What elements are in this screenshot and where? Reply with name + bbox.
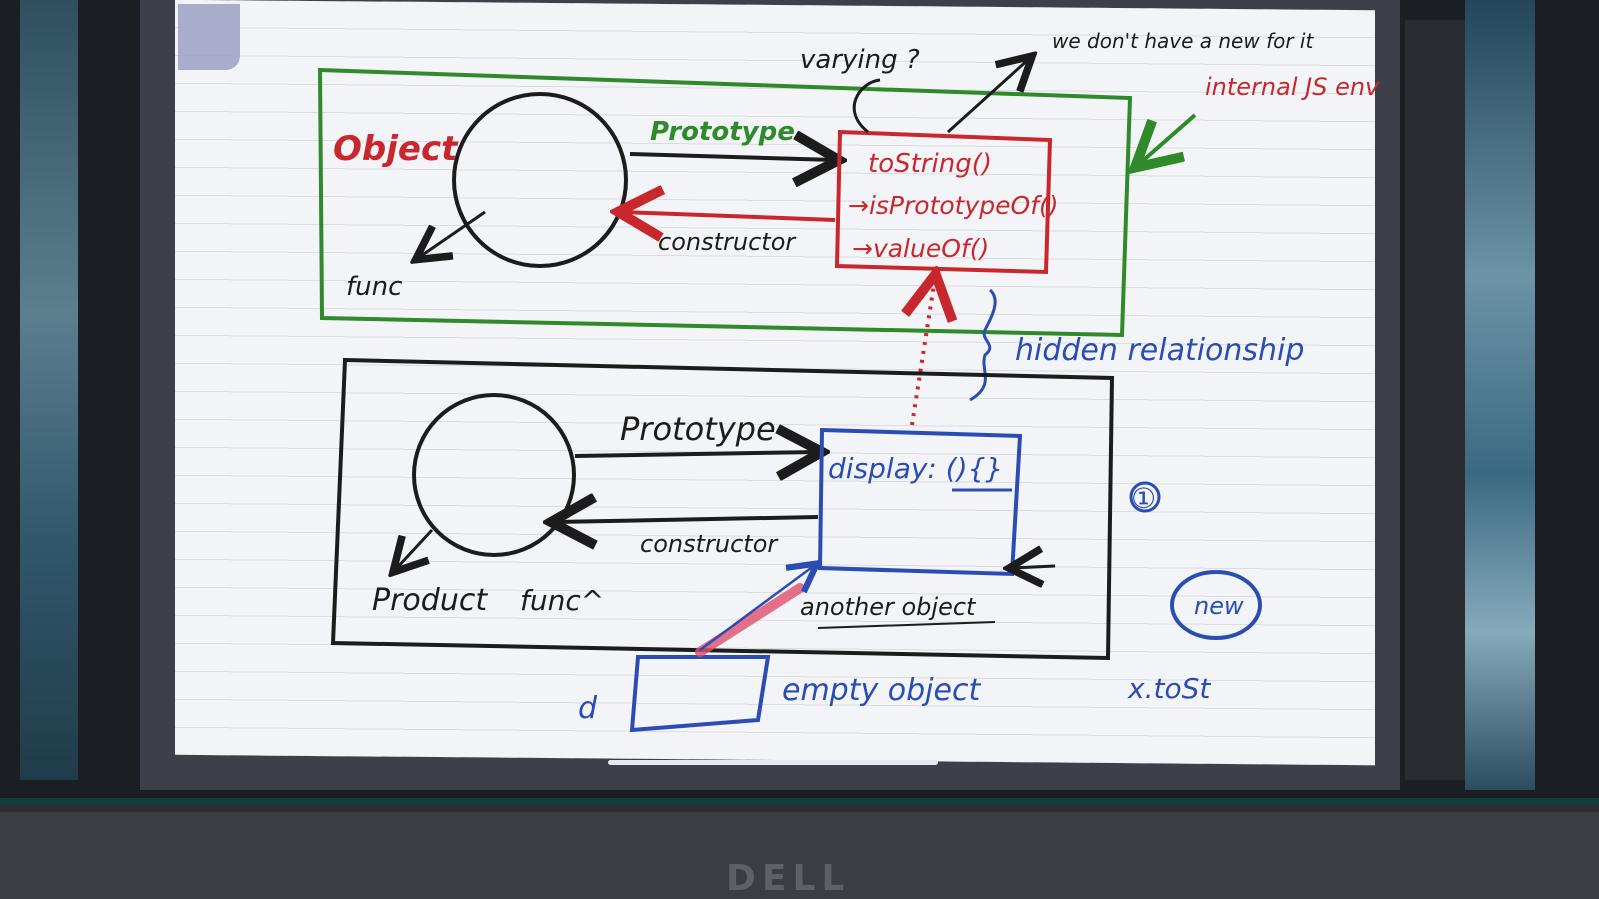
another-object-underline <box>817 621 996 629</box>
object-label: Object <box>333 129 459 169</box>
empty-object-label: empty object <box>782 673 981 708</box>
method-isprototypeof: →isPrototypeOf() <box>848 191 1059 220</box>
prototype-label-bottom: Prototype <box>620 410 776 448</box>
new-badge: new <box>1194 592 1244 620</box>
display-method: display: (){} <box>828 452 1003 485</box>
constructor-arrow-top <box>622 212 836 220</box>
vary-loop-arrow <box>852 78 881 134</box>
constructor-arrow-bottom <box>555 517 819 522</box>
x-tostring-note: x.toSt <box>1127 672 1211 705</box>
product-circle <box>412 393 576 557</box>
hidden-link-dotted <box>912 278 935 426</box>
app-thumbnail[interactable] <box>178 4 240 70</box>
empty-object-box <box>629 655 771 733</box>
wallpaper-edge-right <box>1465 0 1535 790</box>
home-indicator-bar[interactable] <box>608 760 938 765</box>
constructor-label-top: constructor <box>658 228 797 256</box>
new-badge-ring <box>1170 570 1262 640</box>
hidden-brace <box>969 288 997 402</box>
internal-env-note: internal JS env <box>1205 73 1380 101</box>
wedont-note: we don't have a new for it <box>1052 29 1314 53</box>
top-func-label: func <box>346 272 402 302</box>
prototype-arrow-bottom <box>574 452 818 456</box>
object-circle <box>452 92 628 268</box>
top-panel-frame <box>317 67 1133 338</box>
screen-bezel-right <box>1405 20 1465 780</box>
method-tostring: toString() <box>868 149 992 179</box>
another-object-label: another object <box>800 593 977 621</box>
wallpaper-edge-left <box>20 0 78 780</box>
hidden-relationship: hidden relationship <box>1015 333 1304 368</box>
varying-note: varying ? <box>800 45 920 75</box>
prototype-label-top: Prototype <box>650 117 795 147</box>
product-label: Product <box>372 583 488 618</box>
proto-link-arrow <box>699 565 815 652</box>
product-arrow <box>395 528 434 570</box>
prototype-arrow-top <box>629 154 835 160</box>
bottom-func-label: func^ <box>520 584 604 617</box>
highlight-link <box>695 583 805 657</box>
marker-circle <box>1129 481 1161 513</box>
object-prototype-box <box>834 129 1053 275</box>
dell-logo: DELL <box>726 858 851 899</box>
laptop-bezel <box>0 798 1599 899</box>
internal-env-arrow <box>1138 113 1197 165</box>
box-pointer-arrow <box>1012 566 1056 568</box>
method-valueof: →valueOf() <box>852 234 989 263</box>
func-arrow <box>418 210 486 258</box>
bottom-panel-frame <box>330 357 1115 661</box>
wedont-arrow <box>946 58 1030 134</box>
wedont-note-text: we don't have a new for it <box>1052 29 1314 53</box>
constructor-label-bottom: constructor <box>640 530 779 558</box>
empty-object-var: d <box>578 691 598 726</box>
marker-one: ① <box>1131 482 1156 515</box>
